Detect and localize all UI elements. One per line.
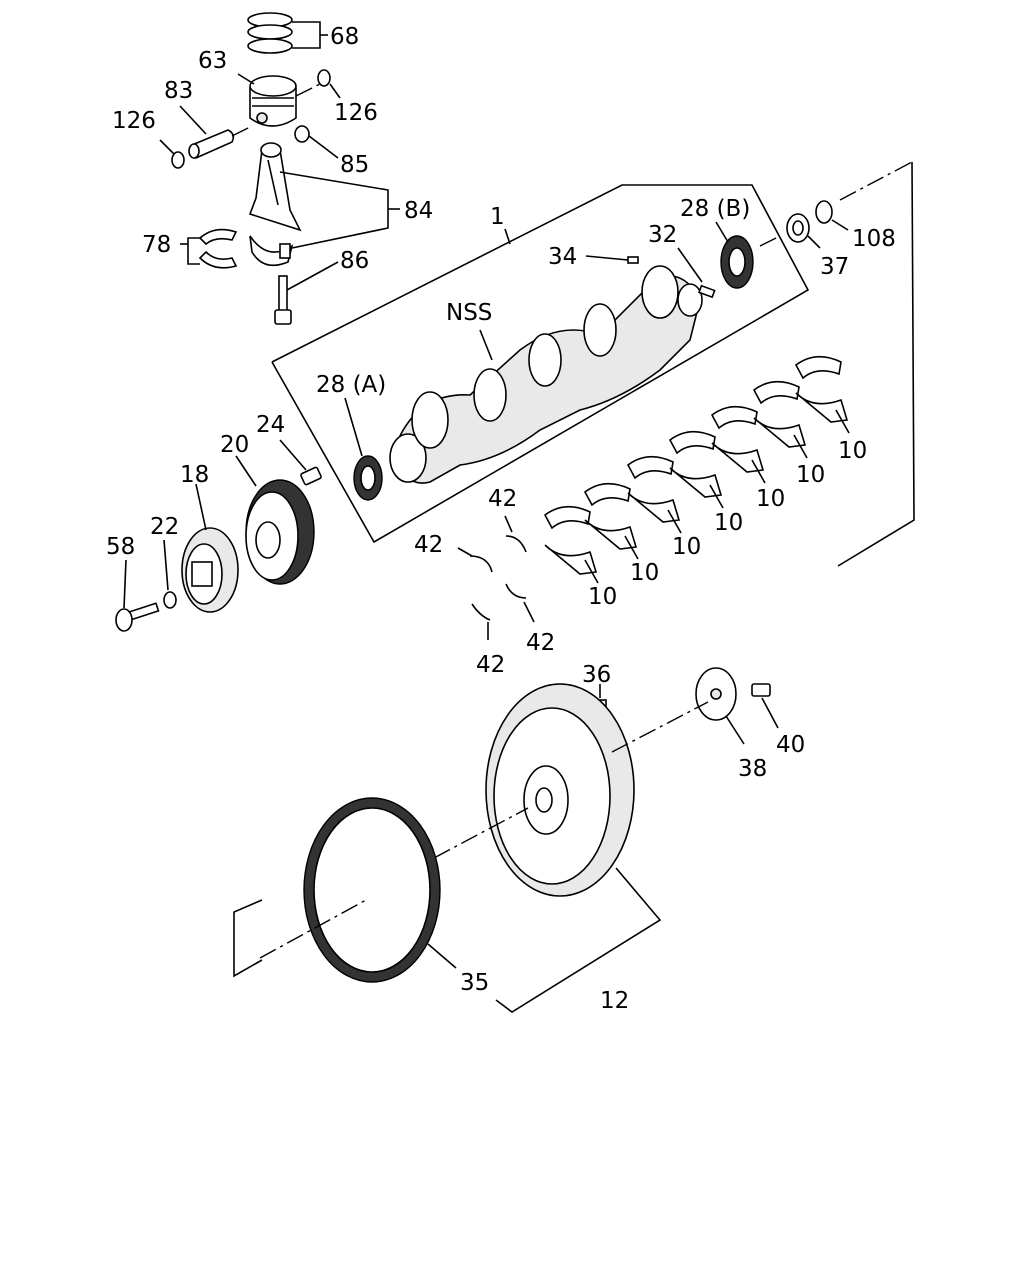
label-35: 35 [460, 970, 489, 996]
label-22: 22 [150, 514, 179, 540]
label-84: 84 [404, 198, 433, 224]
bolt-part-40[interactable] [751, 683, 779, 729]
main-bearings-part-10[interactable] [543, 355, 850, 584]
piston-pin-part-83[interactable] [179, 105, 253, 159]
ring-gear-part-35[interactable] [233, 797, 457, 983]
label-42-a: 42 [488, 486, 517, 512]
label-10-g: 10 [588, 584, 617, 610]
key-part-32[interactable] [677, 247, 716, 299]
label-42-d: 42 [476, 652, 505, 678]
label-10-b: 10 [796, 462, 825, 488]
crank-pulley-part-18[interactable] [181, 483, 239, 613]
label-58: 58 [106, 534, 135, 560]
label-12: 12 [600, 988, 629, 1014]
label-68: 68 [330, 24, 359, 50]
conrod-bearing-part-78[interactable] [180, 228, 238, 269]
label-42-c: 42 [526, 630, 555, 656]
snap-ring-part-108[interactable] [815, 200, 849, 231]
label-78: 78 [142, 232, 171, 258]
label-126-right: 126 [334, 100, 378, 126]
washer-part-22[interactable] [163, 539, 177, 609]
label-108: 108 [852, 226, 896, 252]
label-63: 63 [198, 48, 227, 74]
label-37: 37 [820, 254, 849, 280]
label-28b: 28 (B) [680, 196, 750, 222]
snap-ring-part-126-left[interactable] [159, 139, 185, 169]
piston-rings-part-68[interactable] [247, 12, 328, 54]
pin-part-34[interactable] [585, 255, 639, 264]
label-20: 20 [220, 432, 249, 458]
crank-gear-part-28b[interactable] [715, 221, 754, 289]
connecting-rod-part-84[interactable] [248, 142, 400, 267]
label-38: 38 [738, 756, 767, 782]
label-83: 83 [164, 78, 193, 104]
damper-pulley-part-20[interactable] [235, 455, 315, 585]
crankshaft-nss[interactable] [389, 265, 703, 484]
crank-gear-part-28a[interactable] [344, 397, 383, 501]
piston-part-63[interactable] [237, 73, 321, 127]
label-10-a: 10 [838, 438, 867, 464]
label-10-e: 10 [672, 534, 701, 560]
label-10-c: 10 [756, 486, 785, 512]
label-85: 85 [340, 152, 369, 178]
flywheel-part-12[interactable] [433, 683, 709, 1013]
label-28a: 28 (A) [316, 372, 386, 398]
crankshaft-assembly-bracket-part-1 [271, 184, 810, 544]
label-10-d: 10 [714, 510, 743, 536]
label-24: 24 [256, 412, 285, 438]
label-40: 40 [776, 732, 805, 758]
label-1: 1 [490, 204, 505, 230]
bushing-part-85[interactable] [294, 125, 339, 159]
label-nss: NSS [446, 300, 492, 326]
label-32: 32 [648, 222, 677, 248]
bearing-part-37[interactable] [786, 213, 821, 249]
conrod-bolt-part-86[interactable] [274, 261, 339, 325]
label-34: 34 [548, 244, 577, 270]
label-10-f: 10 [630, 560, 659, 586]
bolt-part-24[interactable] [279, 439, 322, 486]
label-86: 86 [340, 248, 369, 274]
label-126-left: 126 [112, 108, 156, 134]
thrust-washers-part-42[interactable] [457, 515, 535, 640]
plate-part-38[interactable] [695, 667, 745, 745]
snap-ring-part-126-right[interactable] [317, 69, 341, 99]
label-42-b: 42 [414, 532, 443, 558]
label-18: 18 [180, 462, 209, 488]
label-36: 36 [582, 662, 611, 688]
bolt-part-58[interactable] [115, 559, 160, 632]
crank-axis-line [759, 161, 915, 567]
